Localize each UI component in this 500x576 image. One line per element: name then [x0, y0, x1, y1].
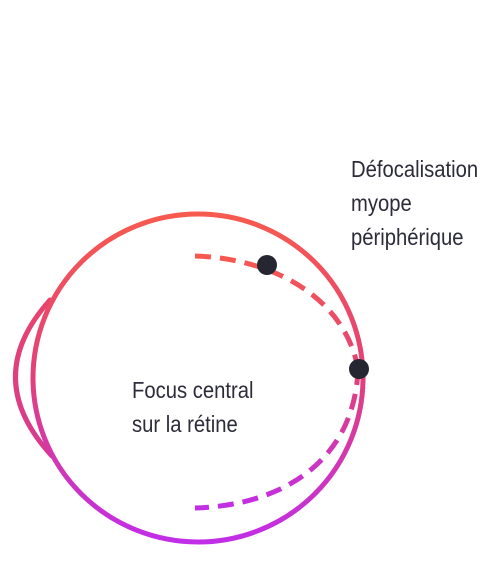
peripheral-label-line-2: myope [351, 190, 412, 216]
peripheral-focus-point [257, 255, 277, 275]
peripheral-focus-curve [194, 253, 361, 370]
peripheral-label-line-3: périphérique [351, 224, 464, 250]
central-label-line-2: sur la rétine [132, 411, 238, 437]
cornea-arc [13, 297, 55, 459]
central-focus-point [349, 359, 369, 379]
peripheral-defocus-label: Défocalisation myope périphérique [351, 152, 478, 254]
central-focus-curve [194, 368, 361, 511]
central-label-line-1: Focus central [132, 377, 254, 403]
peripheral-label-line-1: Défocalisation [351, 156, 479, 182]
central-focus-label: Focus central sur la rétine [132, 373, 253, 441]
